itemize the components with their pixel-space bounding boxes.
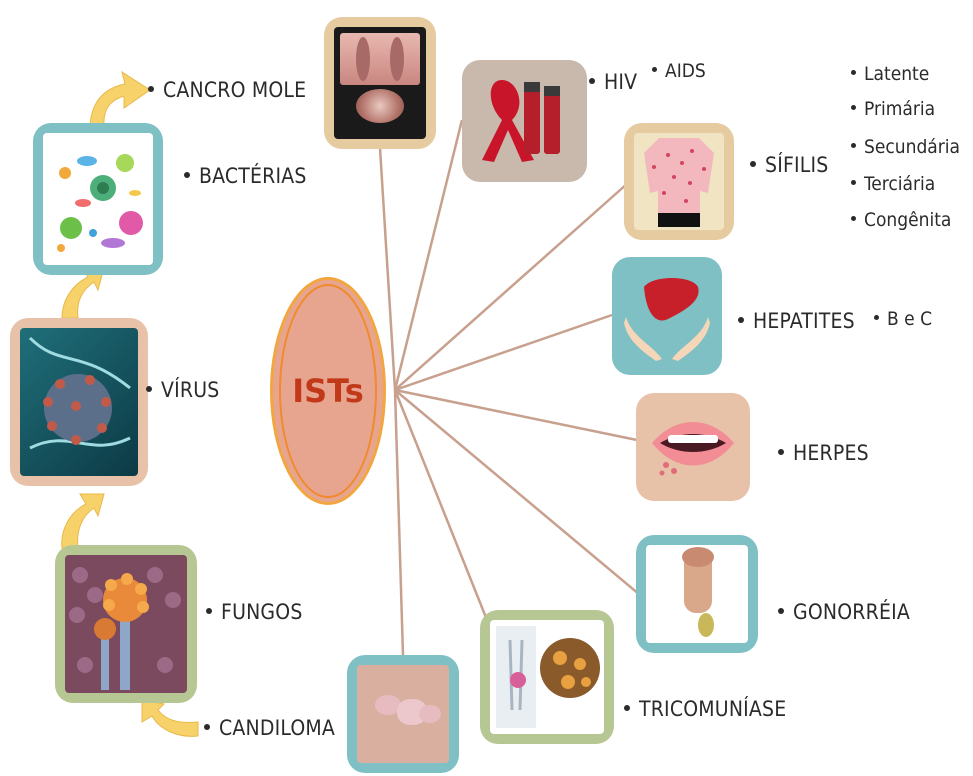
tile-candiloma bbox=[347, 655, 459, 773]
line-gonorreia bbox=[395, 390, 640, 595]
label-cancro-mole: CANCRO MOLE bbox=[148, 78, 306, 102]
label-hiv: HIV bbox=[589, 70, 637, 94]
fungus-icon bbox=[65, 555, 187, 693]
mouth-icon bbox=[646, 403, 740, 491]
tile-sifilis bbox=[624, 123, 734, 240]
label-virus: VÍRUS bbox=[146, 378, 219, 402]
trichomonas-icon bbox=[490, 620, 604, 734]
line-tricomuniase bbox=[395, 390, 487, 620]
tile-bacterias bbox=[33, 123, 163, 275]
wart-photo bbox=[357, 665, 449, 763]
label-gonorreia: GONORRÉIA bbox=[778, 600, 910, 624]
line-sifilis bbox=[395, 183, 628, 390]
label-fungos: FUNGOS bbox=[206, 600, 303, 624]
sub-secundaria: Secundária bbox=[851, 136, 960, 158]
sub-terciaria: Terciária bbox=[851, 173, 935, 195]
line-hiv bbox=[395, 120, 462, 390]
sub-latente: Latente bbox=[851, 63, 929, 85]
bacteria-icon bbox=[43, 133, 153, 265]
sub-primaria: Primária bbox=[851, 98, 935, 120]
label-herpes: HERPES bbox=[778, 441, 869, 465]
tile-herpes bbox=[636, 393, 750, 501]
label-candiloma: CANDILOMA bbox=[204, 716, 335, 740]
tile-tricomuniase bbox=[480, 610, 614, 744]
arrow-to-cancro-mole bbox=[90, 72, 150, 125]
tile-fungos bbox=[55, 545, 197, 703]
arrow-to-bacterias bbox=[62, 268, 104, 318]
line-candiloma bbox=[395, 390, 403, 655]
anatomy-icon bbox=[646, 545, 748, 643]
sub-aids: AIDS bbox=[652, 60, 706, 82]
arrow-to-virus bbox=[62, 494, 104, 548]
sub-b-e-c: B e C bbox=[874, 308, 932, 330]
line-herpes bbox=[395, 390, 637, 440]
tile-hiv bbox=[462, 60, 587, 182]
liver-hands-icon bbox=[622, 267, 712, 365]
virus-icon bbox=[20, 328, 138, 476]
center-node: ISTs bbox=[270, 277, 386, 505]
hiv-test-icon bbox=[472, 70, 577, 172]
label-sifilis: SÍFILIS bbox=[750, 153, 829, 177]
tile-hepatites bbox=[612, 257, 722, 375]
label-tricomuniase: TRICOMUNÍASE bbox=[624, 697, 786, 721]
sub-congenita: Congênita bbox=[851, 209, 951, 231]
tile-virus bbox=[10, 318, 148, 486]
label-bacterias: BACTÉRIAS bbox=[184, 164, 307, 188]
label-hepatites: HEPATITES bbox=[738, 309, 855, 333]
line-hepatites bbox=[395, 315, 612, 390]
tile-gonorreia bbox=[636, 535, 758, 653]
center-label: ISTs bbox=[273, 372, 383, 410]
tile-cancro-mole bbox=[324, 17, 436, 149]
arrow-to-fungos bbox=[142, 700, 198, 736]
genital-lesion-photo bbox=[334, 27, 426, 139]
rash-torso-icon bbox=[634, 133, 724, 230]
